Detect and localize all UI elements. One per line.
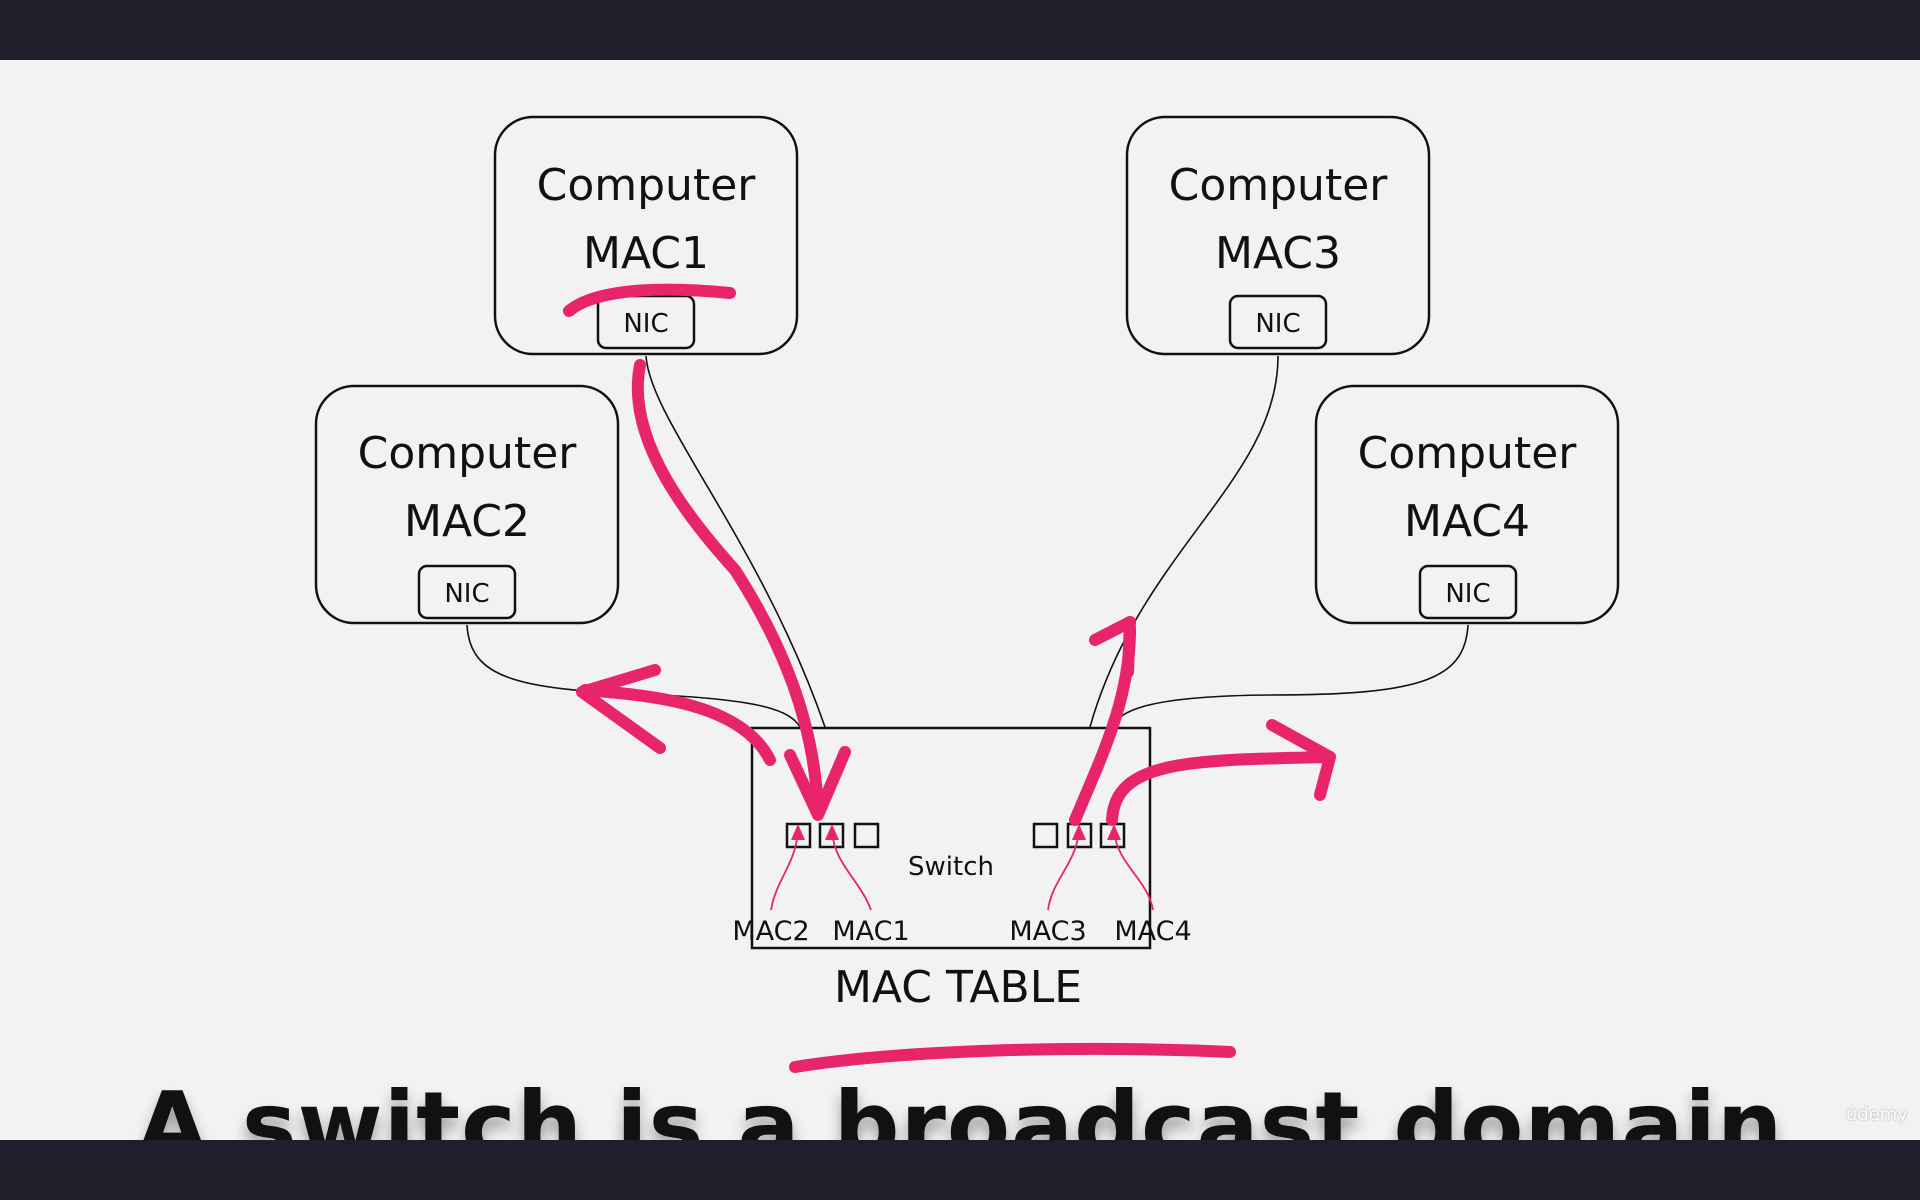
cable-mac3 xyxy=(1089,355,1279,728)
mac-table-entry: MAC3 xyxy=(1009,916,1086,947)
mac-table-entry: MAC1 xyxy=(832,916,909,947)
switch-port xyxy=(1032,822,1059,849)
nic-box xyxy=(417,564,517,620)
arrow-to-mac2-head xyxy=(576,664,666,754)
cables xyxy=(466,355,1469,728)
underline-mac1 xyxy=(563,283,736,317)
mac-table-pointers xyxy=(770,831,1154,911)
strike-broadcast xyxy=(789,1042,1236,1073)
computer-mac1: Computer MAC1 NIC xyxy=(493,115,799,356)
nic-box xyxy=(1228,294,1328,350)
computer-mac: MAC1 xyxy=(583,228,709,279)
udemy-watermark: ûdemy xyxy=(1845,1104,1908,1125)
mac-table-title: MAC TABLE xyxy=(834,962,1082,1013)
arrow-to-mac3-head xyxy=(1089,616,1136,678)
computer-mac: MAC4 xyxy=(1404,496,1530,547)
computer-mac3: Computer MAC3 NIC xyxy=(1125,115,1431,356)
slide: Computer MAC1 NIC Computer MAC2 NIC Comp… xyxy=(0,60,1920,1179)
letterbox-top xyxy=(0,0,1920,60)
letterbox-bottom xyxy=(0,1140,1920,1200)
switch-port xyxy=(853,822,880,849)
arrow-to-mac2 xyxy=(579,684,776,766)
nic-label: NIC xyxy=(1255,309,1300,339)
arrow-into-switch-head xyxy=(784,746,851,821)
computer-label: Computer xyxy=(1169,160,1389,211)
mac-table: MAC2 MAC1 MAC3 MAC4 MAC TABLE xyxy=(732,916,1191,1013)
mac-table-entry: MAC2 xyxy=(732,916,809,947)
nic-box xyxy=(1418,564,1518,620)
annotations xyxy=(563,283,1336,1073)
mac-table-pointer-heads xyxy=(791,824,1121,840)
arrow-into-switch xyxy=(631,359,824,819)
cable-mac4 xyxy=(1111,624,1469,728)
computer-mac: MAC2 xyxy=(404,496,530,547)
nic-label: NIC xyxy=(444,579,489,609)
computer-label: Computer xyxy=(537,160,757,211)
arrow-to-mac4-head xyxy=(1266,719,1336,801)
computer-mac: MAC3 xyxy=(1215,228,1341,279)
computer-mac2: Computer MAC2 NIC xyxy=(314,384,620,625)
cable-mac1 xyxy=(645,355,826,728)
computer-mac4: Computer MAC4 NIC xyxy=(1314,384,1620,625)
computer-label: Computer xyxy=(358,428,578,479)
arrow-to-mac4 xyxy=(1106,751,1336,826)
mac-table-entry: MAC4 xyxy=(1114,916,1191,947)
nic-label: NIC xyxy=(1445,579,1490,609)
switch-label: Switch xyxy=(908,852,994,882)
nic-label: NIC xyxy=(623,309,668,339)
computer-label: Computer xyxy=(1358,428,1578,479)
network-diagram: Computer MAC1 NIC Computer MAC2 NIC Comp… xyxy=(314,115,1620,1073)
